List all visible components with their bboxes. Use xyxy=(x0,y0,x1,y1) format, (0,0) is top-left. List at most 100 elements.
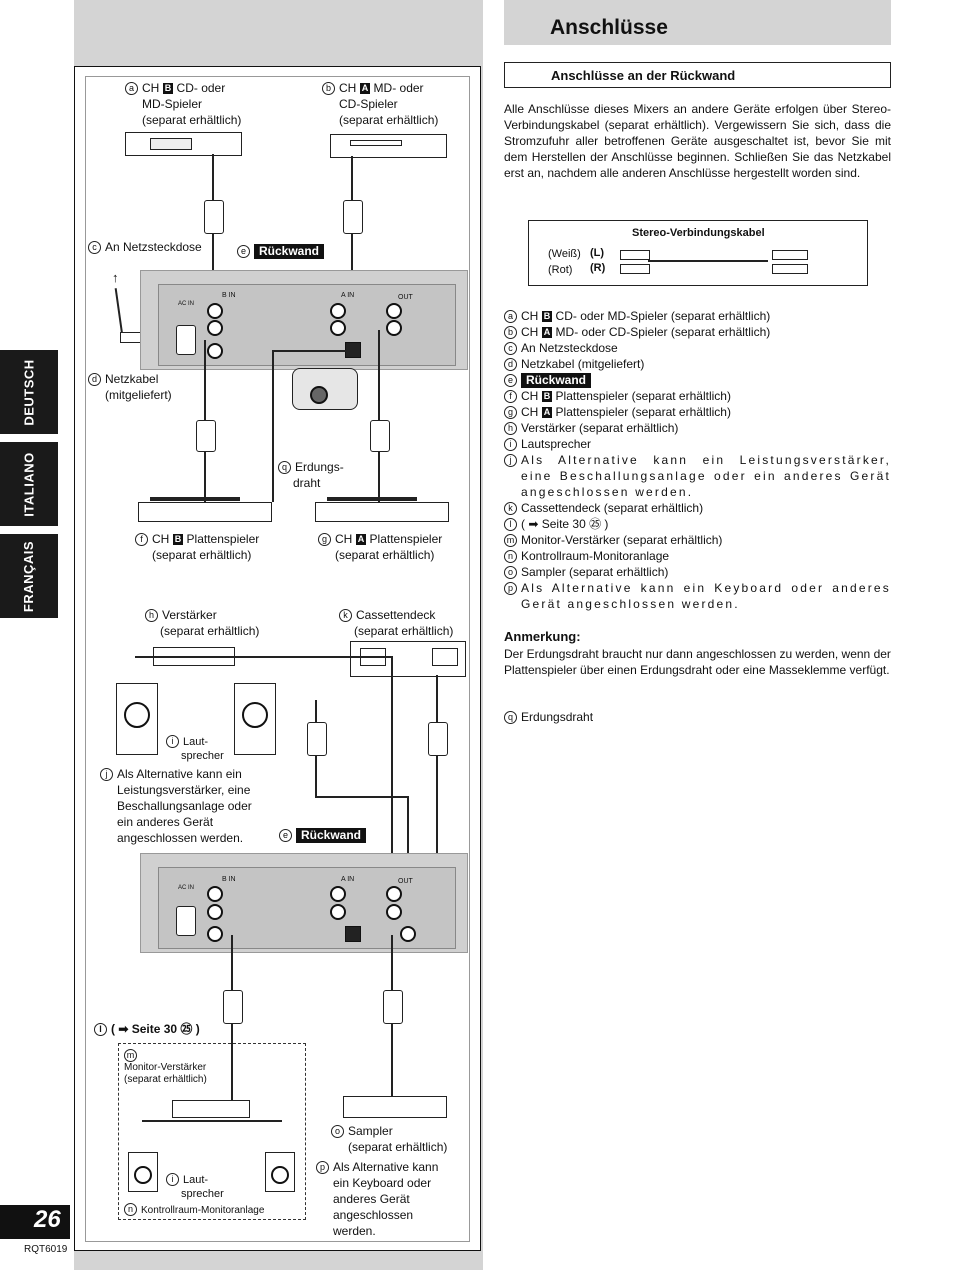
ch-a-badge: A xyxy=(359,83,371,94)
ground-knob-icon xyxy=(310,386,328,404)
monitor-speaker-wire xyxy=(142,1120,282,1122)
cable-l-label: (L) xyxy=(590,247,605,259)
ground-terminal-top xyxy=(345,342,361,358)
monitor-speaker-right-cone xyxy=(271,1166,289,1184)
plug-m-icon xyxy=(223,990,243,1024)
marker-a: a xyxy=(125,82,138,95)
legend-item-l: l( ➡ Seite 30 ㉕ ) xyxy=(504,516,891,532)
doc-code: RQT6019 xyxy=(24,1244,68,1255)
jack-b-phono-bottom xyxy=(207,904,223,920)
plug-a-icon xyxy=(204,200,224,234)
jack-aux-bottom xyxy=(400,926,416,942)
monitor-amplifier xyxy=(172,1100,250,1118)
cable-plug-left-bottom xyxy=(620,264,650,274)
jack-out-top xyxy=(386,303,402,319)
jack-b-line-bottom xyxy=(207,886,223,902)
md-cd-player-a xyxy=(330,134,447,158)
marker-m: m xyxy=(124,1049,137,1062)
out-label-top: OUT xyxy=(398,294,413,301)
turntable-a xyxy=(315,502,449,522)
tab-italiano[interactable]: ITALIANO xyxy=(0,442,58,526)
cable-r-label: (R) xyxy=(590,262,606,274)
jack-a-line-top xyxy=(330,303,346,319)
ac-in-label-top: AC IN xyxy=(178,301,195,307)
page-number-box xyxy=(0,1205,70,1239)
cable-monitor-vertical xyxy=(231,935,233,1115)
a-in-label-bottom: A IN xyxy=(341,876,355,883)
jack-out-bottom xyxy=(386,886,402,902)
turntable-b xyxy=(138,502,272,522)
cassette-slot-2 xyxy=(432,648,458,666)
out-label-bottom: OUT xyxy=(398,878,413,885)
jack-b-line-top xyxy=(207,303,223,319)
plug-f-icon xyxy=(196,420,216,452)
rueckwand-badge-middle: Rückwand xyxy=(296,828,367,843)
monitor-speaker-left-cone xyxy=(134,1166,152,1184)
cable-amp-route-v xyxy=(391,656,393,896)
cable-body xyxy=(648,260,768,262)
ac-socket-top xyxy=(176,325,196,355)
label-m: Monitor-Verstärker(separat erhältlich) xyxy=(124,1062,207,1085)
ground-wire-vertical xyxy=(272,350,274,502)
jack-a-phono-bottom xyxy=(330,904,346,920)
marker-q-note: q xyxy=(504,711,517,724)
speaker-left-woofer xyxy=(124,702,150,728)
cable-g-vertical xyxy=(378,330,380,502)
plug-g-icon xyxy=(370,420,390,452)
marker-d: d xyxy=(88,373,101,386)
marker-o: o xyxy=(331,1125,344,1138)
cable-plug-left-top xyxy=(620,250,650,260)
turntable-b-platter xyxy=(150,497,240,501)
marker-f: f xyxy=(135,533,148,546)
marker-j: j xyxy=(100,768,113,781)
outlet-arrow-icon: ↑ xyxy=(112,270,119,285)
cable-deck-route-v3 xyxy=(436,675,438,895)
turntable-a-platter xyxy=(327,497,417,501)
cable-box xyxy=(528,220,868,286)
cable-red-label: (Rot) xyxy=(548,264,573,276)
marker-q: q xyxy=(278,461,291,474)
ac-in-label-bottom: AC IN xyxy=(178,885,195,891)
marker-c: c xyxy=(88,241,101,254)
marker-g: g xyxy=(318,533,331,546)
rueckwand-badge-top: Rückwand xyxy=(254,244,325,259)
marker-h: h xyxy=(145,609,158,622)
cable-white-label: (Weiß) xyxy=(548,248,581,260)
diagram-inner-border xyxy=(85,76,470,1242)
plug-h-icon xyxy=(307,722,327,756)
jack-monitor-bottom xyxy=(207,926,223,942)
marker-b: b xyxy=(322,82,335,95)
page-title: Anschlüsse xyxy=(550,16,668,39)
jack-rec-bottom xyxy=(386,904,402,920)
tab-francais[interactable]: FRANÇAIS xyxy=(0,534,58,618)
cable-deck-route-h xyxy=(315,796,409,798)
ch-b-badge: B xyxy=(162,83,174,94)
intro-text: Alle Anschlüsse dieses Mixers an andere … xyxy=(504,102,891,180)
note-heading: Anmerkung: xyxy=(504,629,581,644)
tab-deutsch[interactable]: DEUTSCH xyxy=(0,350,58,434)
b-in-label-bottom: B IN xyxy=(222,876,236,883)
section-heading-box xyxy=(504,62,891,88)
marker-m-wrap: m xyxy=(124,1046,141,1064)
cable-box-title: Stereo-Verbindungskabel xyxy=(632,227,765,239)
